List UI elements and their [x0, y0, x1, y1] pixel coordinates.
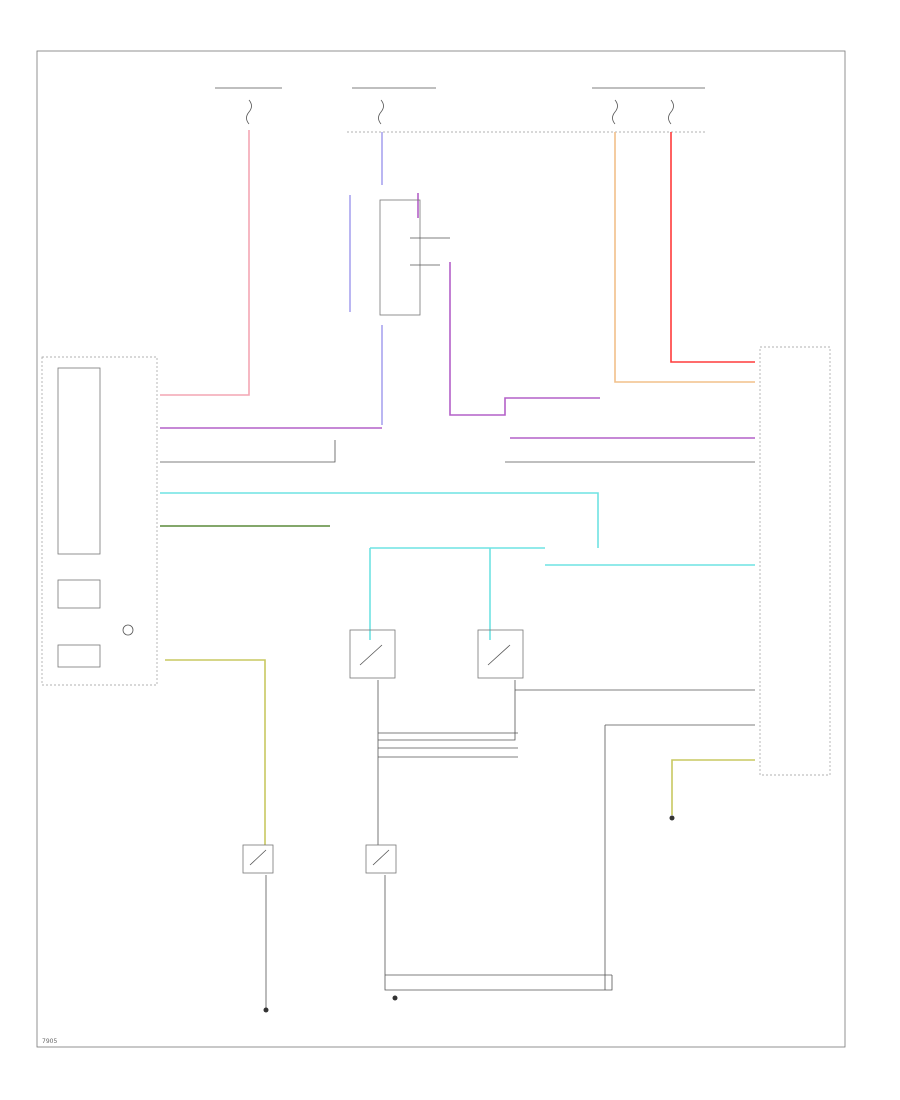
- fuse-symbols: [246, 99, 674, 125]
- wire-olive-ground: [671, 759, 755, 815]
- instrument-cluster: [41, 356, 158, 686]
- wire-ground-mid: [384, 875, 613, 991]
- wire-red-right: [670, 132, 755, 363]
- wire-purple-relay2: [449, 262, 600, 416]
- wire-yellow-green: [165, 659, 266, 845]
- power-bus: [215, 87, 705, 133]
- wire-black-lower-e: [378, 732, 518, 758]
- ground-points: [263, 815, 675, 1013]
- wire-black-lower-b: [378, 680, 516, 741]
- lower-switches: [242, 844, 397, 874]
- wire-cyan-main: [160, 492, 599, 548]
- wire-pink-left: [160, 130, 250, 396]
- wire-black-lower-d: [604, 724, 755, 990]
- footer-code: 7905: [42, 1038, 57, 1045]
- wire-orange-right: [614, 132, 755, 383]
- wire-black-cluster: [160, 440, 336, 463]
- relay-box: [379, 199, 421, 316]
- door-switches: [349, 629, 524, 679]
- diagram-frame: [36, 50, 846, 1048]
- control-module: [759, 346, 831, 776]
